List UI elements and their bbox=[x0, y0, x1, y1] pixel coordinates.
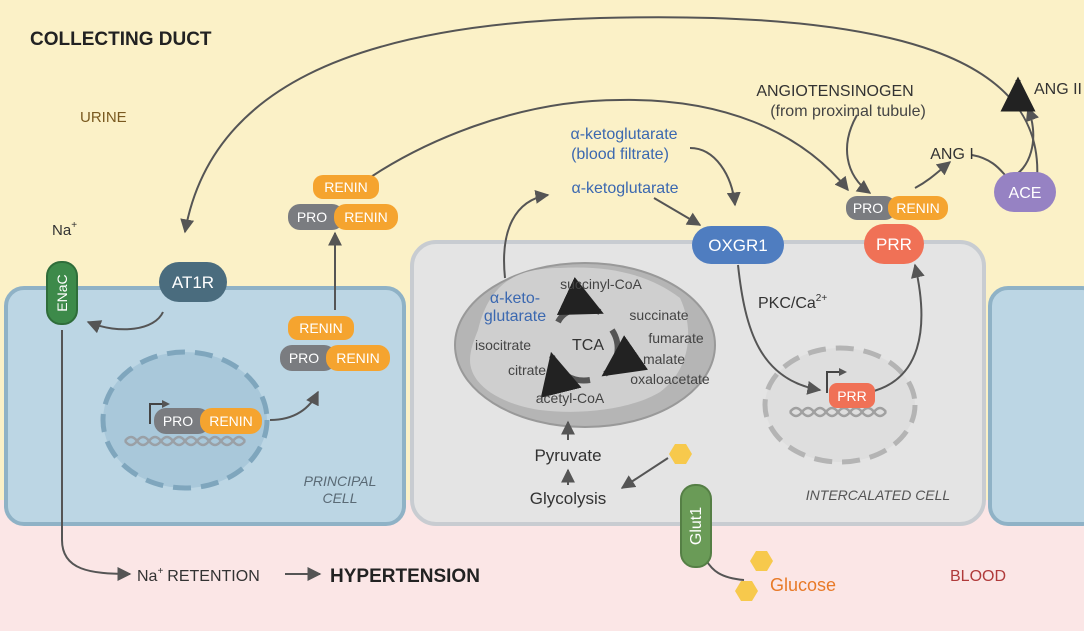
principal-cell-label-line2: CELL bbox=[322, 490, 357, 506]
prr-label-nucleus: PRR bbox=[837, 388, 867, 404]
oxaloacetate-label: oxaloacetate bbox=[630, 371, 710, 387]
ace-enzyme bbox=[994, 172, 1056, 212]
title-collecting-duct: COLLECTING DUCT bbox=[30, 29, 212, 50]
akg-mito-line1: α-keto- bbox=[490, 290, 540, 307]
renin-bound-prr bbox=[888, 196, 948, 220]
transcription-start-principal bbox=[149, 400, 170, 424]
akg-blood-filtrate-line1: α-ketoglutarate bbox=[570, 126, 677, 143]
succinyl-coa-label: succinyl-CoA bbox=[560, 276, 642, 292]
angiotensinogen-source-label: (from proximal tubule) bbox=[770, 103, 926, 120]
renin-pill-urine bbox=[313, 175, 379, 199]
pro-label-cell: PRO bbox=[289, 350, 319, 366]
tca-cycle-arrows bbox=[540, 277, 649, 398]
glucose-label: Glucose bbox=[770, 575, 836, 595]
pro-pill-urine bbox=[288, 204, 344, 230]
pyruvate-label: Pyruvate bbox=[534, 446, 601, 465]
tca-label: TCA bbox=[572, 337, 604, 354]
malate-label: malate bbox=[643, 351, 685, 367]
oxgr1-label: OXGR1 bbox=[708, 236, 768, 255]
dna-strand-principal bbox=[124, 435, 246, 447]
region-label-urine: URINE bbox=[80, 109, 127, 126]
angiotensinogen-label: ANGIOTENSINOGEN bbox=[756, 83, 913, 100]
renin-label-cell: RENIN bbox=[299, 320, 343, 336]
region-label-blood: BLOOD bbox=[950, 568, 1006, 585]
acetyl-coa-label: acetyl-CoA bbox=[536, 390, 605, 406]
renin-gene bbox=[200, 408, 262, 434]
at1r-receptor bbox=[159, 262, 227, 302]
sodium-retention-label: Na+RETENTION bbox=[137, 566, 260, 585]
prorenin-renin-label-urine: RENIN bbox=[344, 209, 388, 225]
prorenin-renin-cell bbox=[326, 345, 390, 371]
dna-strand-intercalated bbox=[789, 406, 887, 418]
glycolysis-label: Glycolysis bbox=[530, 489, 607, 508]
enac-channel bbox=[46, 261, 78, 325]
pro-pill-cell bbox=[280, 345, 336, 371]
hypertension-label: HYPERTENSION bbox=[330, 566, 480, 587]
ang1-label: ANG I bbox=[930, 146, 974, 163]
glut1-label: Glut1 bbox=[688, 507, 705, 545]
renin-label-urine: RENIN bbox=[324, 179, 368, 195]
intercalated-cell-label: INTERCALATED CELL bbox=[806, 487, 950, 503]
citrate-label: citrate bbox=[508, 362, 546, 378]
akg-blood-filtrate-line2: (blood filtrate) bbox=[571, 146, 669, 163]
akg-mito-line2: glutarate bbox=[484, 308, 546, 325]
isocitrate-label: isocitrate bbox=[475, 337, 531, 353]
sodium-label: Na+ bbox=[52, 220, 77, 239]
renin-gene-label: RENIN bbox=[209, 413, 253, 429]
ang2-label: ANG II bbox=[1034, 81, 1082, 98]
renin-bound-label: RENIN bbox=[896, 200, 940, 216]
ace-label: ACE bbox=[1009, 185, 1042, 202]
at1r-label: AT1R bbox=[172, 273, 214, 292]
pro-gene-label: PRO bbox=[163, 413, 193, 429]
prorenin-renin-label-cell: RENIN bbox=[336, 350, 380, 366]
enac-label: ENaC bbox=[54, 274, 70, 311]
prorenin-renin-urine bbox=[334, 204, 398, 230]
pathway-arrows bbox=[61, 16, 1039, 581]
fumarate-label: fumarate bbox=[648, 330, 703, 346]
akg-secreted-label: α-ketoglutarate bbox=[571, 180, 678, 197]
pro-bound-prr bbox=[846, 196, 896, 220]
prr-gene-nucleus bbox=[829, 383, 875, 408]
succinate-label: succinate bbox=[629, 307, 688, 323]
pro-gene bbox=[154, 408, 210, 434]
renin-pill-cell bbox=[288, 316, 354, 340]
prr-label-membrane: PRR bbox=[876, 235, 912, 254]
prr-receptor-membrane bbox=[864, 224, 924, 264]
pro-label-urine: PRO bbox=[297, 209, 327, 225]
adjacent-principal-cell bbox=[988, 286, 1084, 526]
glut1-transporter bbox=[680, 484, 712, 568]
oxgr1-receptor bbox=[692, 226, 784, 264]
principal-cell-label-line1: PRINCIPAL bbox=[304, 473, 377, 489]
transcription-start-intercalated bbox=[826, 368, 847, 393]
glucose-hexagons bbox=[669, 444, 773, 601]
pro-bound-label: PRO bbox=[853, 200, 883, 216]
pkc-ca-label: PKC/Ca2+ bbox=[758, 293, 827, 312]
